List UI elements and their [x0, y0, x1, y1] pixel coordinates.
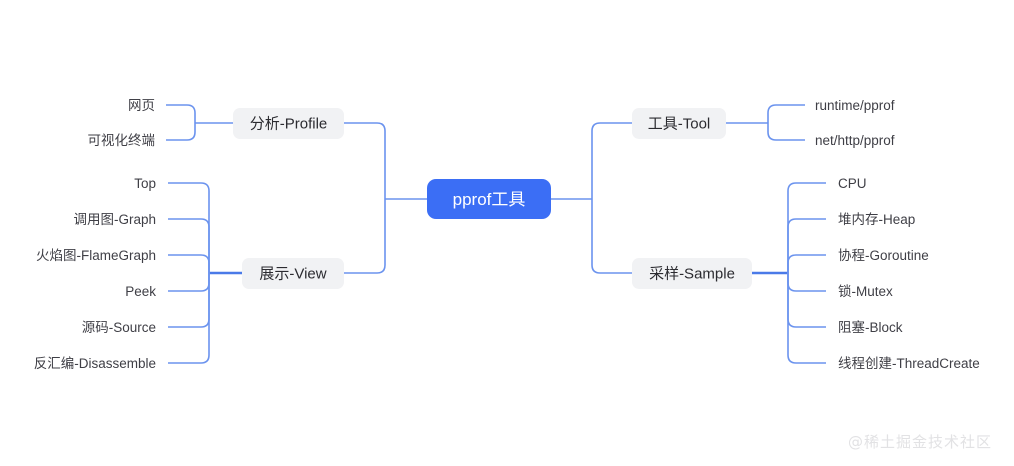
branch-sample-label: 采样-Sample	[649, 266, 735, 283]
tool-to-leaf-0	[767, 104, 805, 123]
profile-to-leaf-0	[166, 104, 196, 123]
tool-connectors	[726, 104, 805, 141]
leaf-label: 堆内存-Heap	[838, 212, 915, 227]
watermark: @稀土掘金技术社区	[847, 433, 992, 451]
branch-tool-label: 工具-Tool	[648, 116, 711, 133]
leaf-label: 可视化终端	[88, 133, 156, 148]
leaf-label: runtime/pprof	[815, 98, 895, 113]
view-to-leaf-4	[168, 273, 210, 328]
sample-to-leaf-4	[787, 273, 826, 328]
leaf-label: 火焰图-FlameGraph	[36, 248, 156, 263]
leaf-label: 协程-Goroutine	[838, 248, 929, 263]
leaf-label: 网页	[128, 98, 155, 113]
leaf-label: 反汇编-Disassemble	[34, 356, 156, 371]
left-spine-group	[344, 122, 427, 274]
right-spine-to-tool	[591, 122, 632, 199]
sample-to-leaf-2	[787, 254, 826, 273]
branch-sample-box[interactable]	[632, 258, 752, 289]
sample-connectors	[752, 182, 826, 364]
right-spine-to-sample	[591, 199, 632, 274]
branch-view-label: 展示-View	[259, 266, 326, 283]
leaf-label: CPU	[838, 176, 867, 191]
leaf-label: net/http/pprof	[815, 133, 895, 148]
leaf-label: 源码-Source	[82, 320, 156, 335]
branch-sample[interactable]: 采样-Sample	[632, 258, 752, 289]
view-to-leaf-0	[168, 182, 210, 273]
branch-view[interactable]: 展示-View	[242, 258, 344, 289]
sample-to-leaf-3	[787, 273, 826, 292]
branch-profile[interactable]: 分析-Profile	[233, 108, 344, 139]
profile-to-leaf-1	[166, 123, 196, 141]
sample-to-leaf-1	[787, 218, 826, 273]
root-node-label: pprof工具	[453, 190, 526, 209]
view-to-leaf-3	[168, 273, 210, 292]
tool-to-leaf-1	[767, 123, 805, 141]
view-to-leaf-1	[168, 218, 210, 273]
branch-tool-box[interactable]	[632, 108, 726, 139]
profile-connectors	[166, 104, 233, 141]
view-connectors	[168, 182, 242, 364]
branch-view-box[interactable]	[242, 258, 344, 289]
leaf-label: Top	[134, 176, 156, 191]
leaf-label: 线程创建-ThreadCreate	[838, 356, 980, 371]
root-node-box[interactable]	[427, 179, 551, 219]
leaf-label: 锁-Mutex	[838, 284, 893, 299]
sample-to-leaf-0	[787, 182, 826, 273]
root-node[interactable]: pprof工具	[427, 179, 551, 219]
branch-profile-box[interactable]	[233, 108, 344, 139]
branch-tool[interactable]: 工具-Tool	[632, 108, 726, 139]
right-spine-group	[551, 122, 632, 274]
leaf-label: Peek	[125, 284, 156, 299]
view-to-leaf-2	[168, 254, 210, 273]
sample-to-leaf-5	[787, 273, 826, 364]
view-to-leaf-5	[168, 273, 210, 364]
left-spine-to-view	[344, 199, 386, 274]
branch-profile-label: 分析-Profile	[250, 116, 328, 133]
left-spine-to-profile	[344, 122, 386, 199]
leaf-label: 阻塞-Block	[838, 319, 903, 335]
leaf-label: 调用图-Graph	[73, 212, 156, 227]
